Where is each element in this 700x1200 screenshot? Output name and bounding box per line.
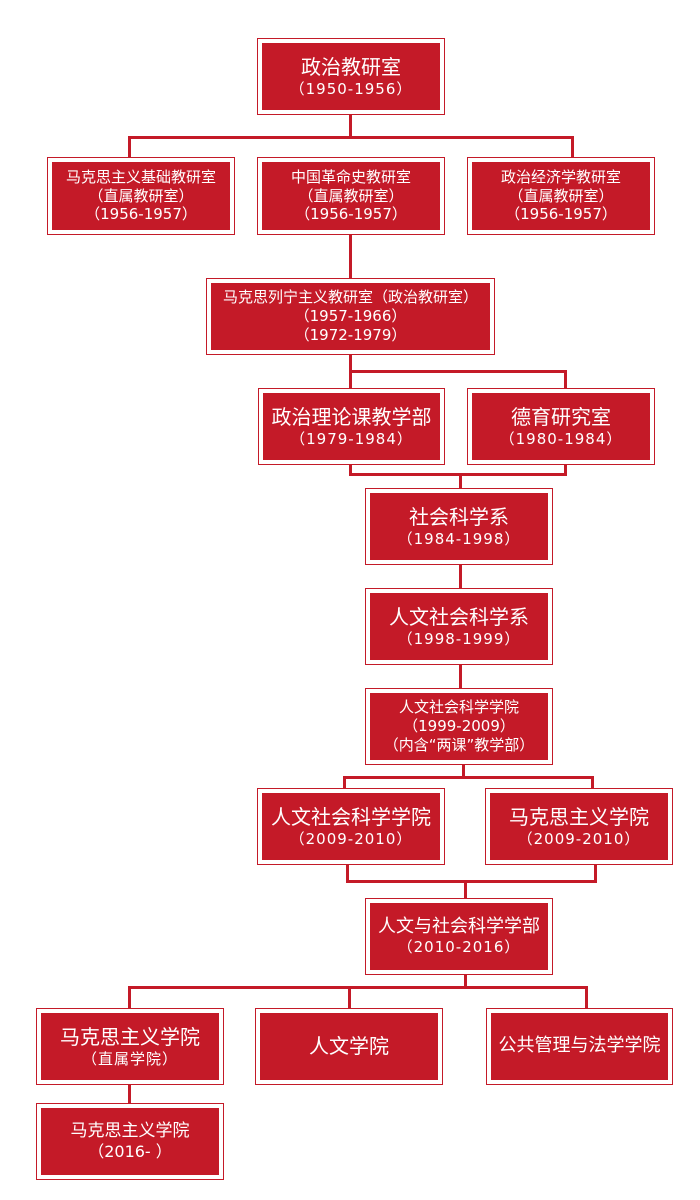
node-humanities-social-science-school-2009: 人文社会科学学院（2009-2010） <box>257 788 445 865</box>
node-title: 马克思主义学院 <box>509 804 649 829</box>
node-period: （2010-2016） <box>397 938 521 957</box>
node-marxism-basics-office: 马克思主义基础教研室（直属教研室）（1956-1957） <box>47 157 235 235</box>
node-period: （1957-1966） <box>294 307 407 326</box>
connector <box>591 776 594 788</box>
node-title: 中国革命史教研室 <box>290 167 411 186</box>
connector <box>571 136 574 157</box>
node-title: 政治教研室 <box>301 54 401 79</box>
connector <box>128 986 588 989</box>
node-social-science-dept: 社会科学系（1984-1998） <box>365 488 553 565</box>
node-period: （1956-1957） <box>85 205 197 224</box>
node-politics-teaching-office: 政治教研室（1950-1956） <box>257 38 445 115</box>
connector <box>349 115 352 138</box>
node-political-theory-dept: 政治理论课教学部（1979-1984） <box>258 388 445 465</box>
node-period: （2009-2010） <box>289 829 413 848</box>
node-period: （1956-1957） <box>295 205 407 224</box>
node-title: 马克思列宁主义教研室（政治教研室） <box>222 288 478 307</box>
node-title: 人文社会科学学院 <box>398 698 519 717</box>
connector <box>128 136 574 139</box>
node-title: 马克思主义基础教研室 <box>65 167 216 186</box>
connector <box>128 1085 131 1103</box>
node-revolution-history-office: 中国革命史教研室（直属教研室）（1956-1957） <box>257 157 445 235</box>
node-period: （1980-1984） <box>499 429 623 448</box>
node-period: （1984-1998） <box>397 529 521 548</box>
node-title: 德育研究室 <box>511 404 611 429</box>
node-title: 政治理论课教学部 <box>271 404 432 429</box>
node-title: 人文社会科学系 <box>389 604 529 629</box>
connector <box>348 986 351 1008</box>
node-note: （内含“两课”教学部） <box>383 735 535 754</box>
node-title: 人文学院 <box>309 1034 389 1058</box>
node-title: 公共管理与法学学院 <box>498 1035 661 1057</box>
node-period: （1999-2009） <box>403 717 515 736</box>
node-period: （1998-1999） <box>397 629 521 648</box>
node-note: （直属学院） <box>81 1049 178 1068</box>
connector <box>343 776 594 779</box>
connector <box>585 986 588 1008</box>
node-period: （2016- ） <box>88 1142 172 1162</box>
node-period: （1956-1957） <box>505 205 617 224</box>
connector <box>343 776 346 788</box>
node-title: 人文与社会科学学部 <box>378 915 540 937</box>
node-period: （1972-1979） <box>294 325 407 344</box>
connector <box>128 136 131 157</box>
node-title: 政治经济学教研室 <box>500 167 621 186</box>
connector <box>346 865 349 883</box>
connector <box>128 986 131 1008</box>
connector <box>349 370 567 373</box>
connector <box>349 473 567 476</box>
node-moral-education-office: 德育研究室（1980-1984） <box>467 388 655 465</box>
connector <box>349 465 352 476</box>
node-period: （1979-1984） <box>290 429 413 448</box>
connector <box>464 880 467 898</box>
node-title: 人文社会科学学院 <box>271 804 431 829</box>
connector <box>349 235 352 278</box>
connector <box>464 975 467 988</box>
connector <box>462 765 465 778</box>
node-note: （直属教研室） <box>508 186 614 205</box>
node-title: 社会科学系 <box>409 504 509 529</box>
node-marxism-school-direct: 马克思主义学院（直属学院） <box>36 1008 224 1085</box>
node-note: （直属教研室） <box>88 186 194 205</box>
connector <box>594 865 597 883</box>
node-political-economy-office: 政治经济学教研室（直属教研室）（1956-1957） <box>467 157 655 235</box>
node-title: 马克思主义学院 <box>60 1024 200 1049</box>
node-humanities-social-science-dept: 人文社会科学系（1998-1999） <box>365 588 553 665</box>
node-period: （2009-2010） <box>517 829 641 848</box>
node-title: 马克思主义学院 <box>70 1120 190 1141</box>
connector <box>459 565 462 588</box>
node-marxism-school-2009: 马克思主义学院（2009-2010） <box>485 788 673 865</box>
node-humanities-social-science-faculty: 人文与社会科学学部（2010-2016） <box>365 898 553 975</box>
node-marxism-school-2016: 马克思主义学院（2016- ） <box>36 1103 224 1180</box>
connector <box>459 473 462 488</box>
node-marxism-leninism-office: 马克思列宁主义教研室（政治教研室）（1957-1966）（1972-1979） <box>206 278 495 355</box>
connector <box>564 465 567 476</box>
node-humanities-social-science-school-1999: 人文社会科学学院（1999-2009）（内含“两课”教学部） <box>365 688 553 765</box>
connector <box>346 880 597 883</box>
node-public-admin-law-school: 公共管理与法学学院 <box>486 1008 673 1085</box>
node-humanities-school: 人文学院 <box>255 1008 443 1085</box>
connector <box>459 665 462 688</box>
node-period: （1950-1956） <box>289 79 413 98</box>
node-note: （直属教研室） <box>298 186 404 205</box>
connector <box>564 370 567 388</box>
